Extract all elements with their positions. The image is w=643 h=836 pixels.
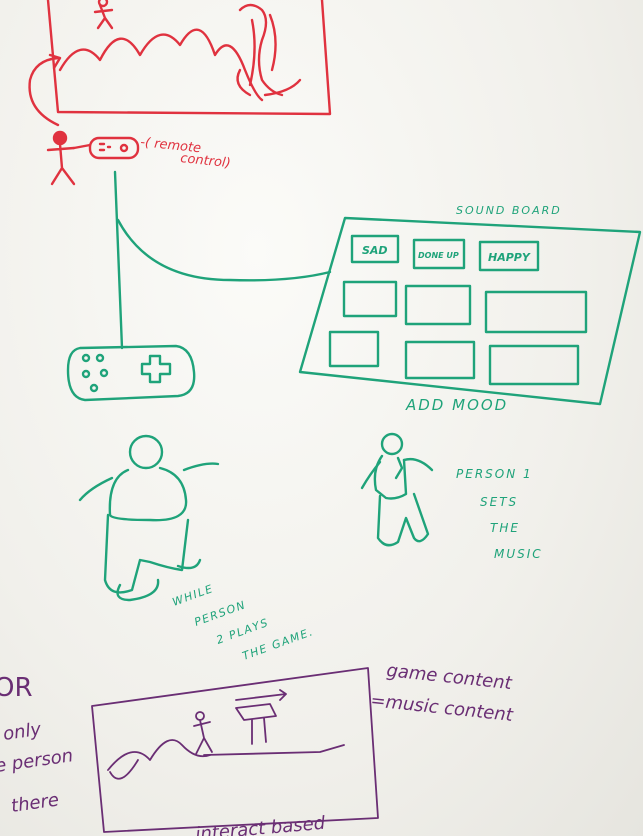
person-two-sketch [78, 434, 220, 602]
person-one-line-4: MUSIC [494, 547, 543, 561]
sound-board-title: SOUND BOARD [456, 204, 562, 217]
left-note-or: OR [0, 673, 33, 703]
left-note-only: only [2, 719, 43, 745]
left-note-there: there [10, 789, 60, 816]
person-two-line-1: WHILE [171, 582, 216, 609]
person-with-remote-sketch [46, 130, 140, 186]
person-one-text: PERSON 1 SETS THE MUSIC [456, 467, 543, 561]
game-screen-sketch [91, 667, 379, 833]
controller-sketch [66, 170, 332, 402]
sound-board-sketch [298, 216, 642, 406]
person-two-line-2: PERSON [193, 598, 248, 629]
tv-screen-sketch [28, 0, 332, 127]
left-note-person: e person [0, 745, 74, 777]
remote-label-1: -( remote [140, 135, 202, 156]
interact-based-text: interact based [195, 813, 327, 836]
person-two-text: WHILE PERSON 2 PLAYS THE GAME. [171, 582, 316, 663]
sound-button-done-up: DONE UP [418, 251, 459, 260]
person-one-line-1: PERSON 1 [456, 467, 533, 481]
left-note: OR only e person there [0, 673, 74, 817]
remote-label-2: control) [180, 151, 232, 171]
person-one-line-3: THE [490, 521, 520, 535]
sound-button-sad: SAD [362, 244, 388, 257]
music-content-text: =music content [369, 690, 514, 726]
add-mood-caption: ADD MOOD [405, 396, 508, 414]
person-one-sketch [360, 432, 434, 547]
person-one-line-2: SETS [480, 495, 518, 509]
game-content-text: game content [385, 660, 513, 694]
sound-button-happy: HAPPY [488, 251, 531, 264]
